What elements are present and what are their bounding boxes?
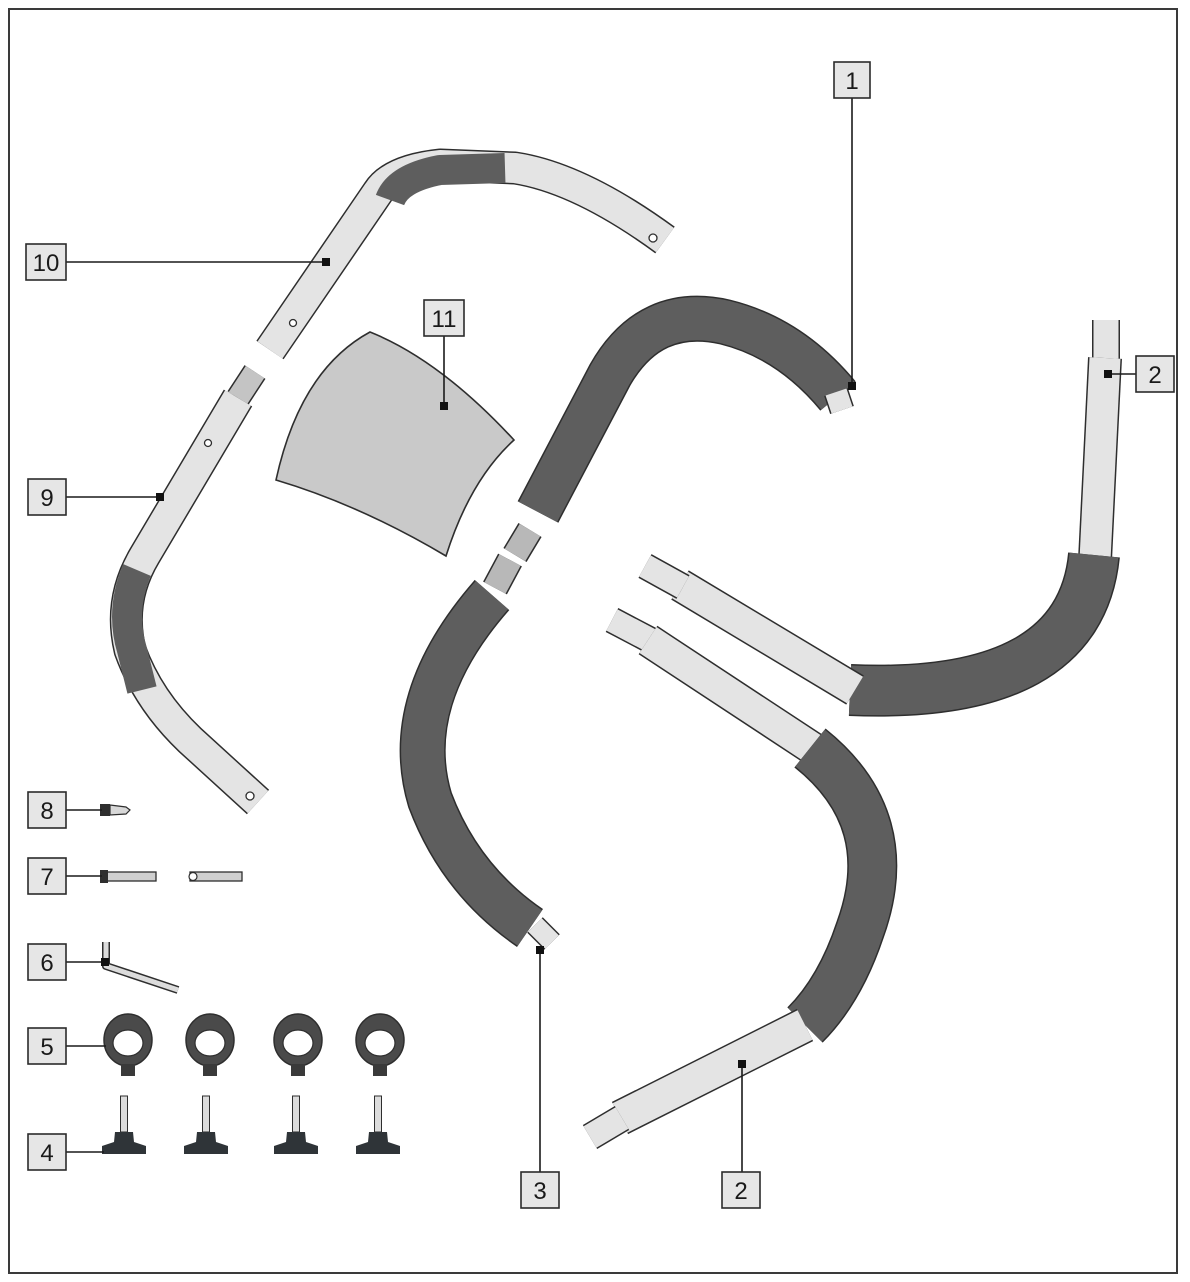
- callout-8: 8: [27, 791, 67, 829]
- callout-6: 6: [27, 943, 67, 981]
- callout-4-label: 4: [40, 1140, 53, 1167]
- callout-leaders: [66, 98, 1136, 1172]
- callout-9-label: 9: [40, 485, 53, 512]
- part-2-upper-tube: [638, 320, 1122, 717]
- part-4-knobs: [102, 1095, 400, 1154]
- part-10-frame-bar: [256, 148, 675, 360]
- callout-1-label: 1: [845, 68, 858, 95]
- callout-6-label: 6: [40, 950, 53, 977]
- callout-10: 10: [25, 243, 67, 281]
- callout-5: 5: [27, 1027, 67, 1065]
- callout-9: 9: [27, 478, 67, 516]
- callout-4: 4: [27, 1133, 67, 1171]
- callout-3: 3: [520, 1171, 560, 1209]
- callout-8-label: 8: [40, 798, 53, 825]
- clamp-2: [185, 1013, 235, 1076]
- knob-2: [184, 1095, 228, 1154]
- callout-2-lower-label: 2: [734, 1178, 747, 1205]
- callout-5-label: 5: [40, 1034, 53, 1061]
- clamp-4: [355, 1013, 405, 1076]
- callout-2-upper: 2: [1135, 355, 1175, 393]
- callout-2-upper-label: 2: [1148, 362, 1161, 389]
- knob-4: [356, 1095, 400, 1154]
- callout-7: 7: [27, 857, 67, 895]
- callout-11-label: 11: [432, 306, 457, 333]
- part-6-allen-key: [102, 942, 180, 994]
- callout-11: 11: [423, 299, 465, 337]
- part-8-screw: [100, 804, 131, 816]
- callout-1: 1: [833, 61, 871, 99]
- part-9-frame-bar: [109, 365, 270, 815]
- callout-2-lower: 2: [721, 1171, 761, 1209]
- part-2-lower-tube: [582, 608, 898, 1150]
- part-3-handlebar: [399, 553, 560, 950]
- clamp-3: [273, 1013, 323, 1076]
- callout-7-label: 7: [40, 864, 53, 891]
- part-7-pins: [100, 870, 243, 883]
- knob-1: [102, 1095, 146, 1154]
- part-5-clamps: [103, 1013, 405, 1076]
- knob-3: [274, 1095, 318, 1154]
- callout-10-label: 10: [33, 250, 60, 277]
- callout-3-label: 3: [533, 1178, 546, 1205]
- part-11-canopy: [275, 331, 516, 558]
- clamp-1: [103, 1013, 153, 1076]
- part-1-handlebar: [503, 295, 856, 562]
